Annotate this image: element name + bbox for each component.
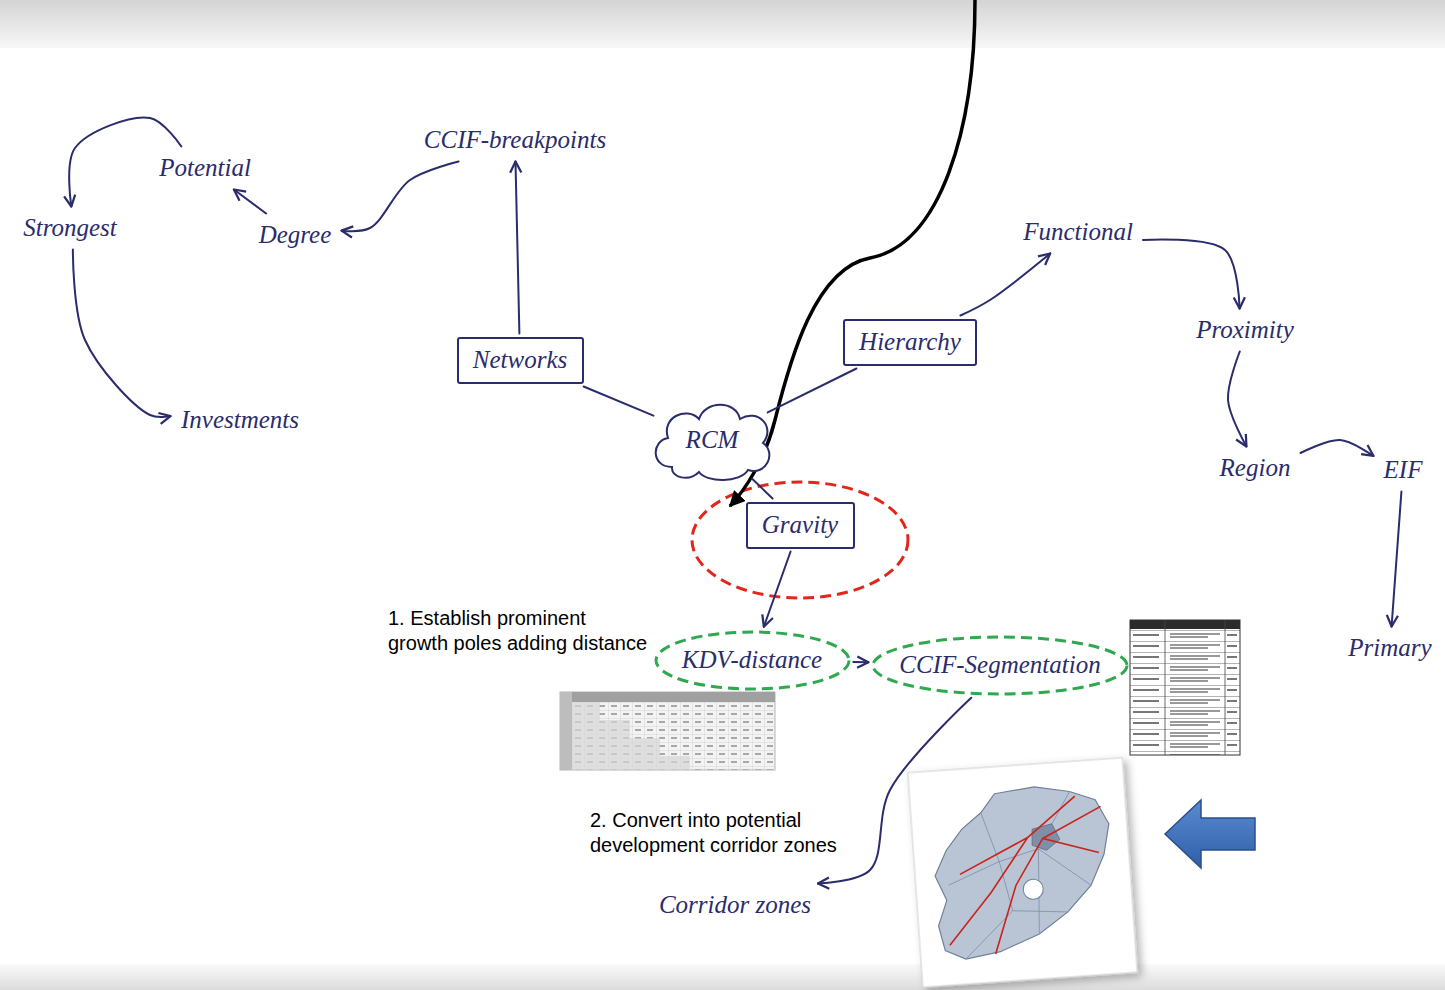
connector [853,661,868,663]
segmentation-table-thumbnail [1130,620,1240,755]
node-text: Strongest [23,214,117,243]
pointer-block-arrow [1165,800,1255,868]
handwritten-term: Functional [1015,213,1141,252]
connector [1301,440,1374,456]
node-text: Gravity [762,511,838,540]
connector [960,254,1050,316]
node-text: Investments [181,406,299,435]
cloud-outline [656,405,770,480]
circled-step: CCIF-Segmentation [871,635,1129,696]
boxed-term: Networks [457,337,584,384]
step-note: 1. Establish prominent growth poles addi… [388,606,650,656]
node-text: Proximity [1196,316,1294,345]
connector [764,552,791,627]
connector [1392,492,1402,627]
dashed-ellipse-outline [873,637,1127,694]
handwritten-term: Strongest [15,209,125,248]
connector [752,479,772,499]
connector [234,190,266,214]
boxed-term: Hierarchy [843,319,977,366]
node-text: Networks [473,346,567,375]
handwritten-term: Corridor zones [651,886,820,925]
highlight-ellipse [692,482,908,598]
bottom-band [0,964,1445,990]
node-text: CCIF-Segmentation [899,651,1100,680]
handwritten-term: Potential [151,149,259,188]
connector [73,250,171,418]
connector [1143,239,1240,308]
corridor-map-picture [908,758,1137,987]
step-note: 2. Convert into potential development co… [590,808,880,858]
handwritten-term: Proximity [1188,311,1302,350]
circled-step: KDV-distance [654,630,851,691]
handwritten-term: EIF [1376,451,1431,490]
dashed-ellipse-outline [656,632,849,689]
node-text: Functional [1023,218,1133,247]
connector [342,162,459,232]
node-text: EIF [1384,456,1423,485]
connector [1228,352,1247,447]
handwritten-term: Investments [173,401,308,440]
node-text: Degree [259,221,332,250]
connector [584,387,654,416]
node-text: Potential [159,154,251,183]
node-text: KDV-distance [682,646,822,675]
boxed-term: Gravity [746,502,855,549]
central-cloud: RCM [647,395,777,485]
distance-table-thumbnail [560,692,775,770]
node-text: RCM [686,426,739,455]
node-text: Hierarchy [859,328,961,357]
handwritten-term: Primary [1340,629,1440,668]
connector [818,698,971,884]
connector [768,369,857,413]
node-text: Corridor zones [659,891,811,920]
node-text: Region [1220,454,1291,483]
handwritten-term: Region [1212,449,1299,488]
node-text: CCIF-breakpoints [424,126,606,155]
connector [515,162,519,334]
handwritten-term: CCIF-breakpoints [416,121,615,160]
node-text: Primary [1348,634,1431,663]
handwritten-term: Degree [251,216,340,255]
top-band [0,0,1445,48]
